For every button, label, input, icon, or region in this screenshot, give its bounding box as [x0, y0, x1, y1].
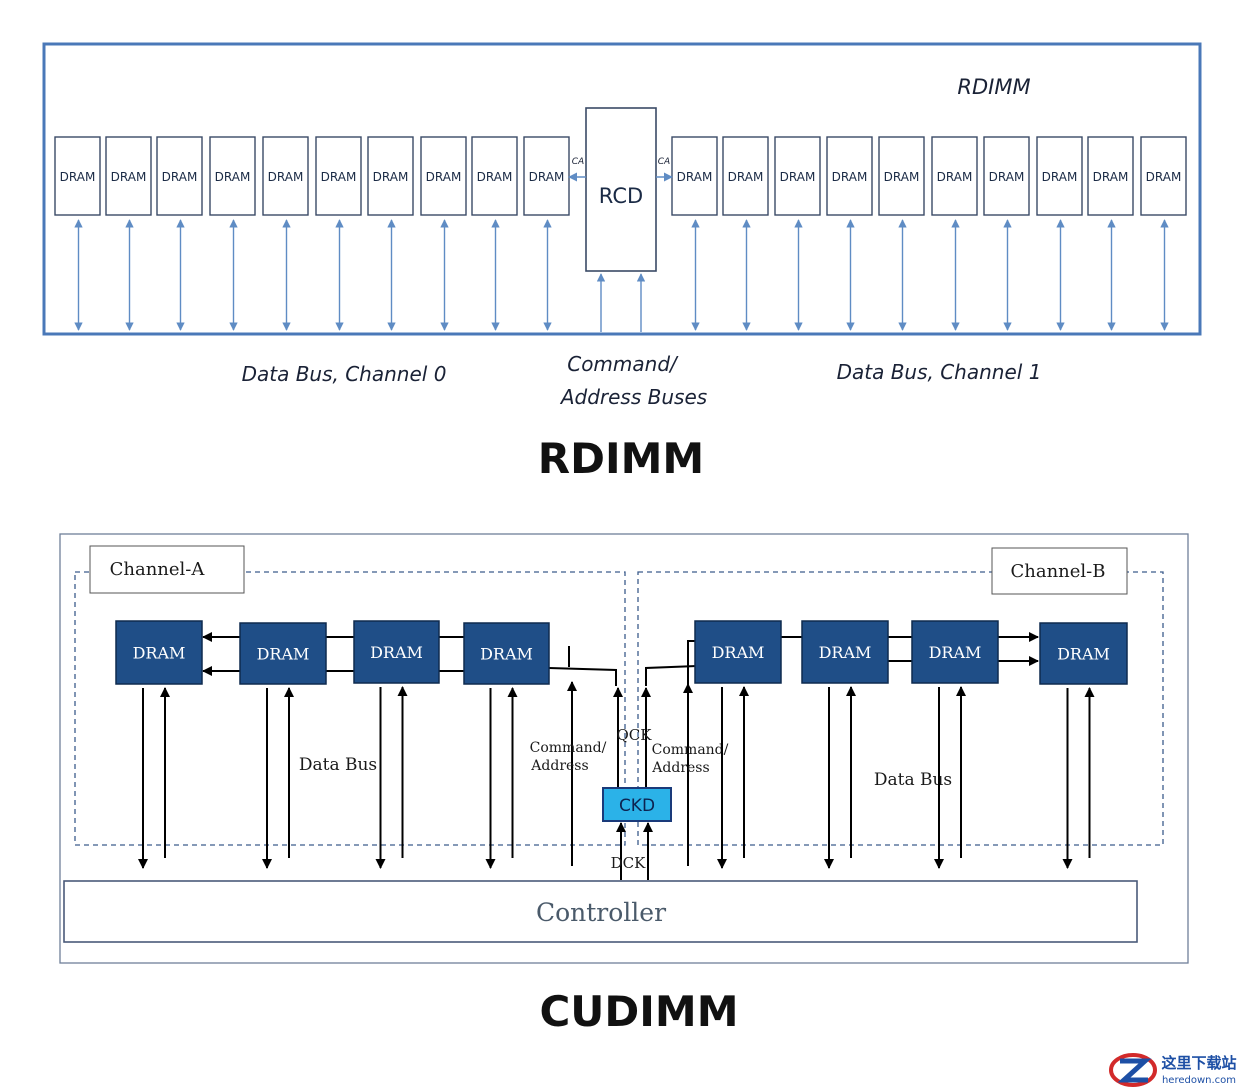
rdimm-dram-chip: [523, 136, 570, 216]
cudimm-dram-label: DRAM: [257, 645, 310, 664]
chb-command-line: [645, 665, 698, 686]
watermark: 这里下载站 heredown.com: [1109, 1053, 1237, 1087]
rdimm-dram-chip: [209, 136, 256, 216]
cudimm-drams: DRAM DRAM DRAM DRAM DRAM DRAM DRAM DRAM: [115, 620, 1128, 869]
ckd-label: CKD: [619, 796, 655, 816]
qck-label: QCK: [617, 726, 653, 744]
cudimm-dram-chip: [694, 620, 782, 684]
rdimm-dram-chip: [367, 136, 414, 216]
rdimm-dram-label: DRAM: [728, 170, 764, 184]
rdimm-dram-chip: [54, 136, 101, 216]
rdimm-dram-chip: [826, 136, 873, 216]
dck-label: DCK: [611, 854, 647, 872]
cudimm-dram-label: DRAM: [1057, 645, 1110, 664]
rdimm-dram-label: DRAM: [373, 170, 409, 184]
channel-a-label-box: [89, 545, 245, 594]
cudimm-caption: CUDIMM: [539, 987, 738, 1036]
rdimm-channel0-drams: DRAM DRAM DRAM DRAM DRAM DRAM DRAM DRAM DRAM DRAM: [54, 136, 570, 331]
cudimm-dram-chip: [801, 620, 889, 684]
rdimm-dram-label: DRAM: [884, 170, 920, 184]
cudimm-dram-label: DRAM: [480, 645, 533, 664]
rdimm-dram-chip: [1140, 136, 1187, 216]
rcd-chip: [585, 107, 657, 272]
rdimm-dram-label: DRAM: [529, 170, 565, 184]
watermark-cn: 这里下载站: [1161, 1054, 1236, 1072]
chb-command-label-1: Command/: [652, 742, 729, 758]
watermark-logo: [1109, 1053, 1157, 1087]
chb-data-bus-label: Data Bus: [874, 770, 952, 790]
rdimm-dram-label: DRAM: [937, 170, 973, 184]
ca-left-label: CA: [572, 157, 584, 167]
cha-data-bus-label: Data Bus: [299, 755, 377, 775]
ca-right-label: CA: [658, 157, 670, 167]
rdimm-dram-chip: [315, 136, 362, 216]
cudimm-dram-label: DRAM: [819, 643, 872, 662]
ckd-chip: [602, 787, 672, 822]
controller-label: Controller: [536, 898, 666, 927]
rdimm-dram-label: DRAM: [60, 170, 96, 184]
channel-b-region: [637, 571, 1164, 846]
cudimm-dram-chip: [1039, 622, 1128, 685]
rdimm-dram-label: DRAM: [1093, 170, 1129, 184]
rdimm-dram-chip: [774, 136, 821, 216]
rdimm-dram-label: DRAM: [780, 170, 816, 184]
rdimm-dram-chip: [722, 136, 769, 216]
cha-command-label-2: Address: [530, 758, 588, 774]
command-address-label-line2: Address Buses: [559, 385, 707, 409]
rdimm-dram-chip: [931, 136, 978, 216]
cudimm-dram-chip: [463, 622, 550, 685]
channel-a-label: Channel-A: [110, 559, 206, 580]
rdimm-caption: RDIMM: [538, 434, 704, 483]
chb-command-label-2: Address: [651, 760, 709, 776]
rdimm-dram-label: DRAM: [1146, 170, 1182, 184]
cudimm-dram-chip: [911, 620, 999, 684]
rdimm-dram-label: DRAM: [215, 170, 251, 184]
rdimm-dram-label: DRAM: [989, 170, 1025, 184]
cha-command-label-1: Command/: [530, 740, 607, 756]
controller-box: [63, 880, 1138, 943]
channel-b-label: Channel-B: [1010, 561, 1105, 582]
rdimm-dram-chip: [156, 136, 203, 216]
rdimm-dram-label: DRAM: [426, 170, 462, 184]
channel-b-label-box: [991, 547, 1128, 595]
rdimm-dram-label: DRAM: [477, 170, 513, 184]
rdimm-dram-label: DRAM: [677, 170, 713, 184]
rdimm-module-label: RDIMM: [957, 75, 1030, 99]
rdimm-dram-label: DRAM: [1042, 170, 1078, 184]
rdimm-dram-label: DRAM: [162, 170, 198, 184]
data-bus-channel0-label: Data Bus, Channel 0: [242, 362, 447, 386]
rdimm-dram-label: DRAM: [268, 170, 304, 184]
cudimm-dram-label: DRAM: [712, 643, 765, 662]
rdimm-dram-label: DRAM: [832, 170, 868, 184]
rdimm-dram-chip: [471, 136, 518, 216]
cudimm-dram-chip: [115, 620, 203, 685]
rdimm-dram-chip: [1087, 136, 1134, 216]
watermark-url: heredown.com: [1162, 1075, 1236, 1086]
cudimm-dram-label: DRAM: [133, 644, 186, 663]
cudimm-diagram: Channel-A Channel-B CKD QCK DCK Command/…: [59, 533, 1189, 1036]
rdimm-dram-chip: [983, 136, 1030, 216]
rdimm-dram-chip: [671, 136, 718, 216]
rdimm-dram-chip: [262, 136, 309, 216]
channel-a-region: [74, 571, 626, 846]
rdimm-dram-chip: [1036, 136, 1083, 216]
cudimm-dram-label: DRAM: [370, 643, 423, 662]
cudimm-dram-chip: [239, 622, 327, 685]
rcd-label: RCD: [599, 184, 643, 208]
command-address-label-line1: Command/: [567, 352, 679, 376]
data-bus-channel1-label: Data Bus, Channel 1: [837, 360, 1042, 384]
rdimm-dram-chip: [420, 136, 467, 216]
cudimm-dram-label: DRAM: [929, 643, 982, 662]
rdimm-dram-chip: [878, 136, 925, 216]
rdimm-dram-chip: [105, 136, 152, 216]
cudimm-dram-chip: [353, 620, 440, 684]
rdimm-dram-label: DRAM: [321, 170, 357, 184]
cha-command-line: [548, 667, 617, 686]
rdimm-channel1-drams: DRAM DRAM DRAM DRAM DRAM DRAM DRAM DRAM DRAM DRAM: [671, 136, 1187, 331]
rdimm-dram-label: DRAM: [111, 170, 147, 184]
